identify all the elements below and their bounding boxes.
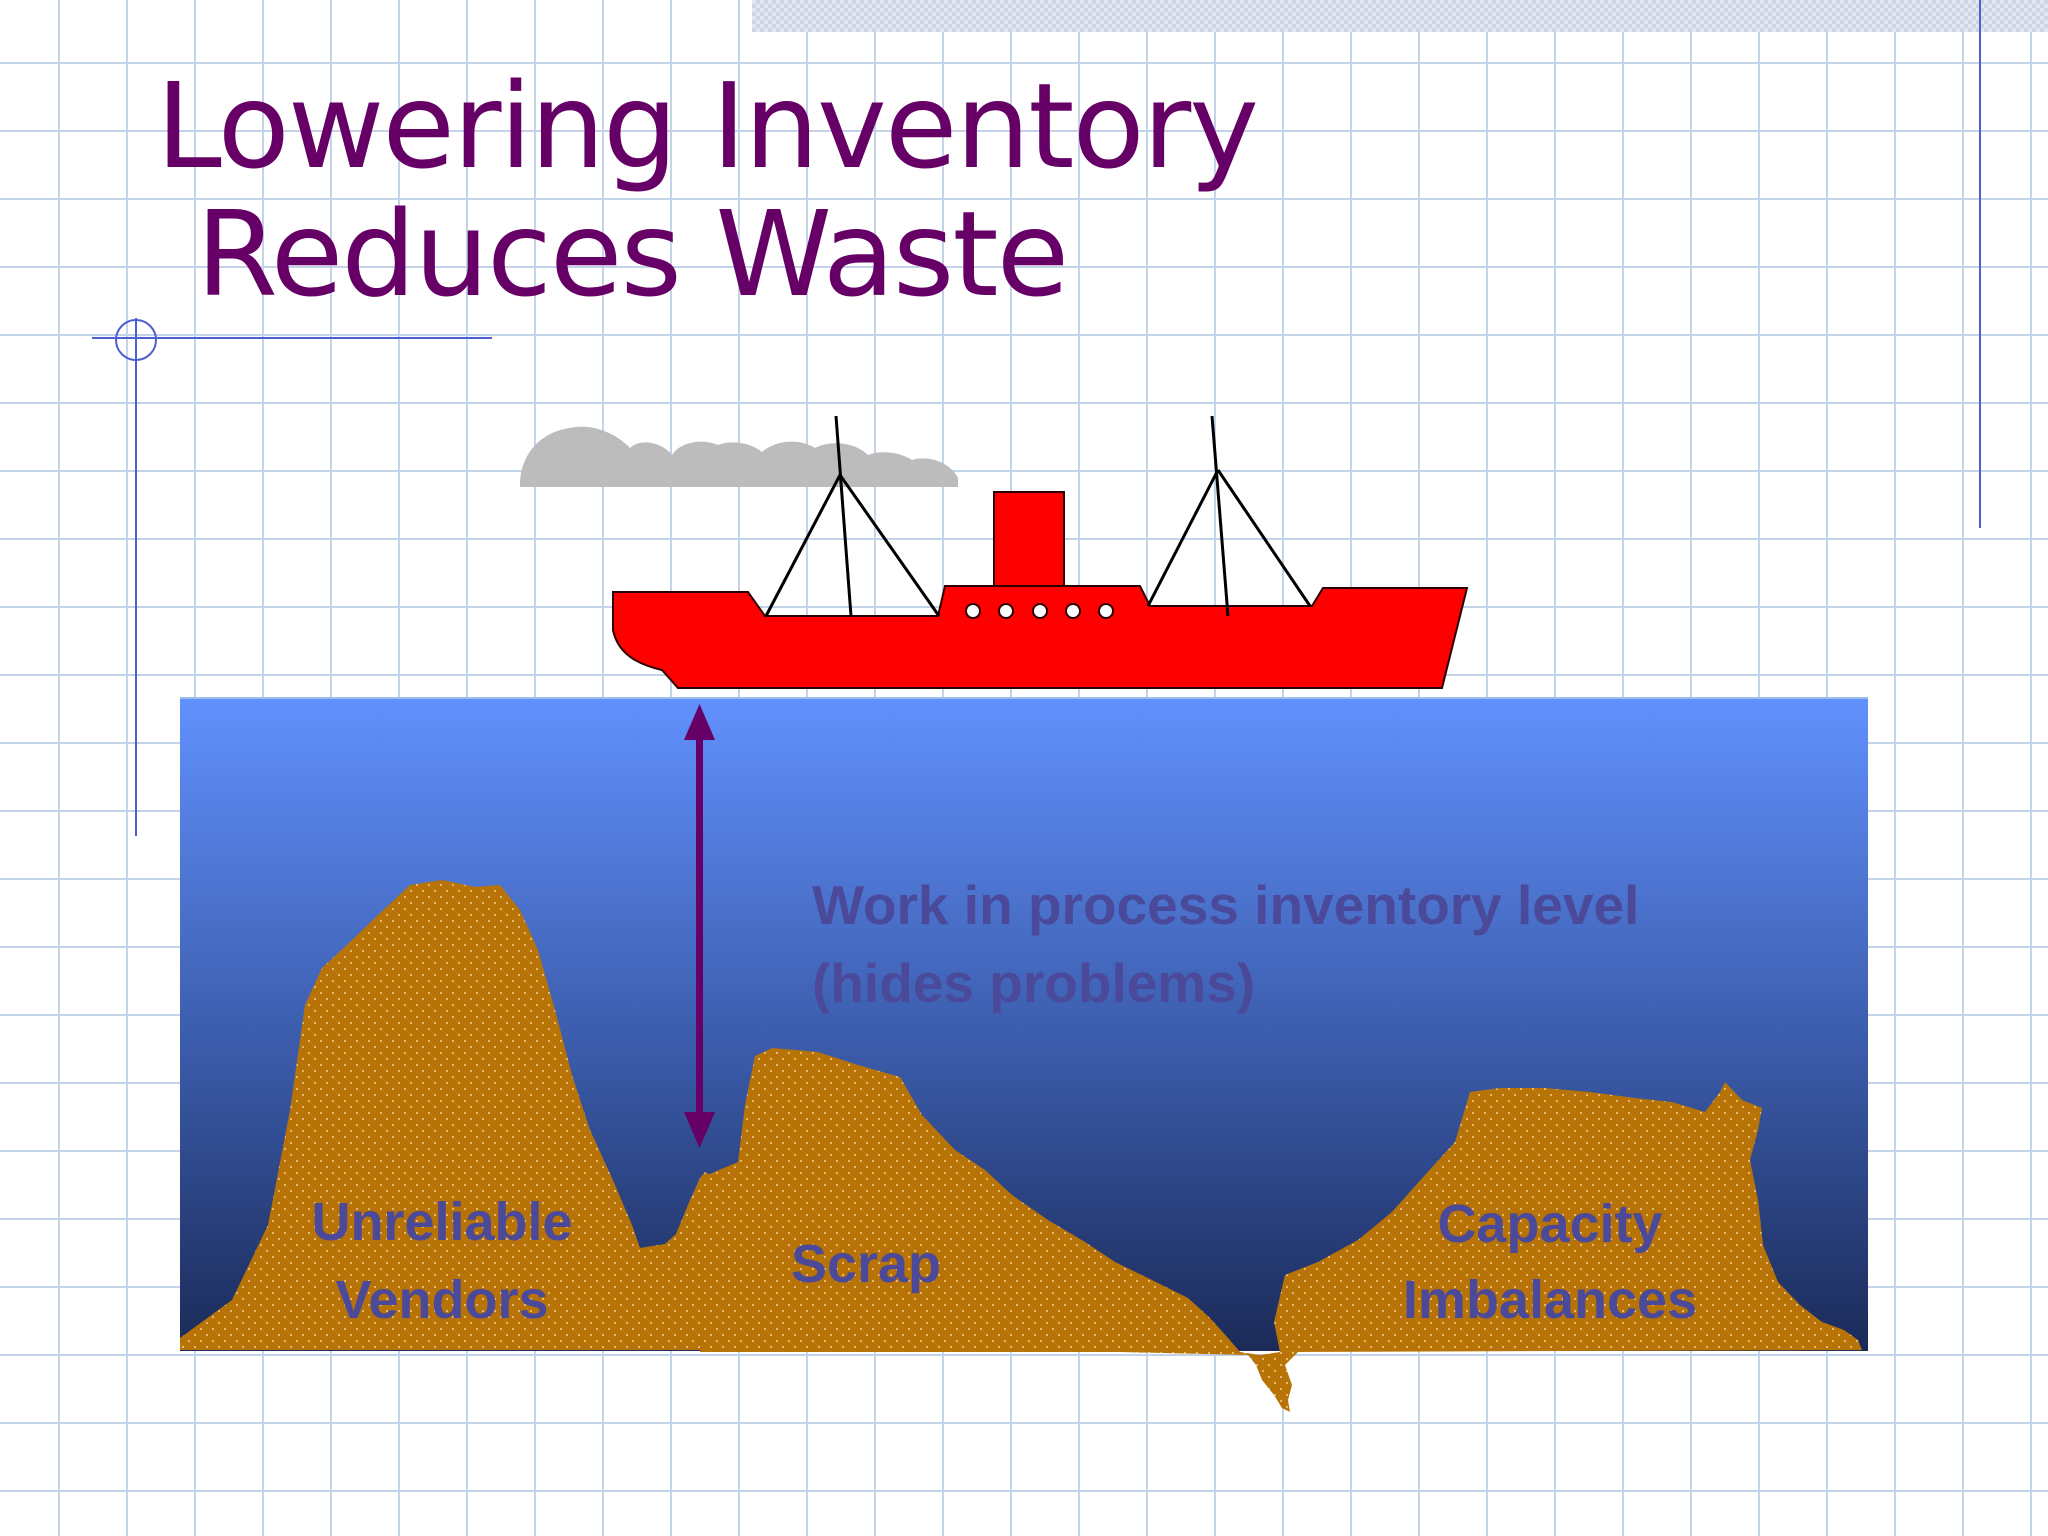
ship-funnel	[993, 491, 1065, 593]
slide-title-line-2: Reduces Waste	[196, 185, 1069, 323]
ship-hull	[612, 585, 1469, 689]
decorative-guide-lines	[92, 0, 1981, 836]
ship-icon	[612, 415, 1469, 689]
diagram-labels: Work in process inventory level (hides p…	[311, 874, 1697, 1330]
ship-rigging	[764, 415, 1312, 617]
slide-title: Lowering Inventory Reduces Waste	[156, 57, 1259, 323]
smoke-cloud-icon	[520, 426, 958, 487]
inventory-level-label-line-2: (hides problems)	[812, 952, 1255, 1014]
double-headed-arrow-icon	[684, 704, 715, 1148]
ship-portholes	[965, 603, 1114, 619]
rock-label-scrap: Scrap	[791, 1234, 941, 1294]
decorative-top-band	[752, 0, 2048, 32]
slide-title-line-1: Lowering Inventory	[156, 57, 1259, 195]
rock-capacity-imbalances	[1274, 1082, 1862, 1352]
rock-label-unreliable: Unreliable	[311, 1192, 572, 1252]
inventory-level-label-line-1: Work in process inventory level	[812, 874, 1639, 936]
rock-label-imbalances: Imbalances	[1403, 1270, 1697, 1330]
rock-label-capacity: Capacity	[1437, 1194, 1662, 1254]
rock-label-vendors: Vendors	[335, 1270, 548, 1330]
rock-scrap	[700, 1048, 1298, 1412]
rocks	[180, 880, 1862, 1412]
rock-unreliable-vendors	[180, 880, 860, 1350]
